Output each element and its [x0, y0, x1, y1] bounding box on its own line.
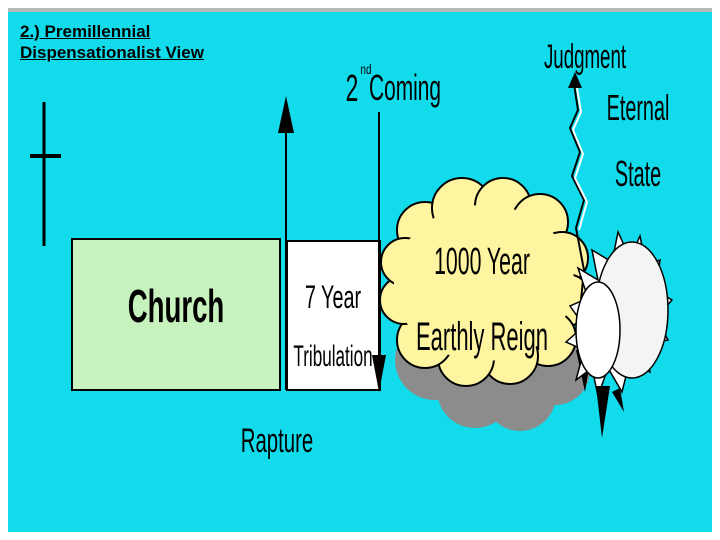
eternal-label-line2: State [615, 155, 661, 195]
judgment-label: Judgment [544, 37, 626, 75]
tribulation-label-line1: 7 Year [305, 279, 361, 315]
title-line-2: Dispensationalist View [20, 43, 204, 62]
tribulation-period-box [286, 240, 381, 391]
cross-icon [30, 102, 61, 246]
title-line-1: 2.) Premillennial [20, 22, 151, 41]
church-label: Church [128, 282, 225, 333]
reign-label-line2: Earthly Reign [416, 314, 548, 359]
top-border [8, 8, 712, 12]
reign-label-line1: 1000 Year [434, 239, 530, 282]
cloud-shadow [395, 310, 590, 431]
slide-title: 2.) Premillennial Dispensationalist View [20, 21, 204, 63]
tribulation-label-line2: Tribulation [293, 340, 372, 373]
second-coming-ordinal: nd [361, 61, 372, 77]
eternal-state-burst [564, 229, 674, 438]
eternal-label-line1: Eternal [607, 89, 670, 129]
rapture-label: Rapture [241, 422, 314, 460]
second-coming-number: 2 [346, 67, 359, 109]
church-period-box [71, 238, 281, 391]
second-coming-arrow [372, 112, 386, 392]
rapture-arrow [278, 96, 294, 390]
second-coming-label: Coming [369, 68, 441, 108]
